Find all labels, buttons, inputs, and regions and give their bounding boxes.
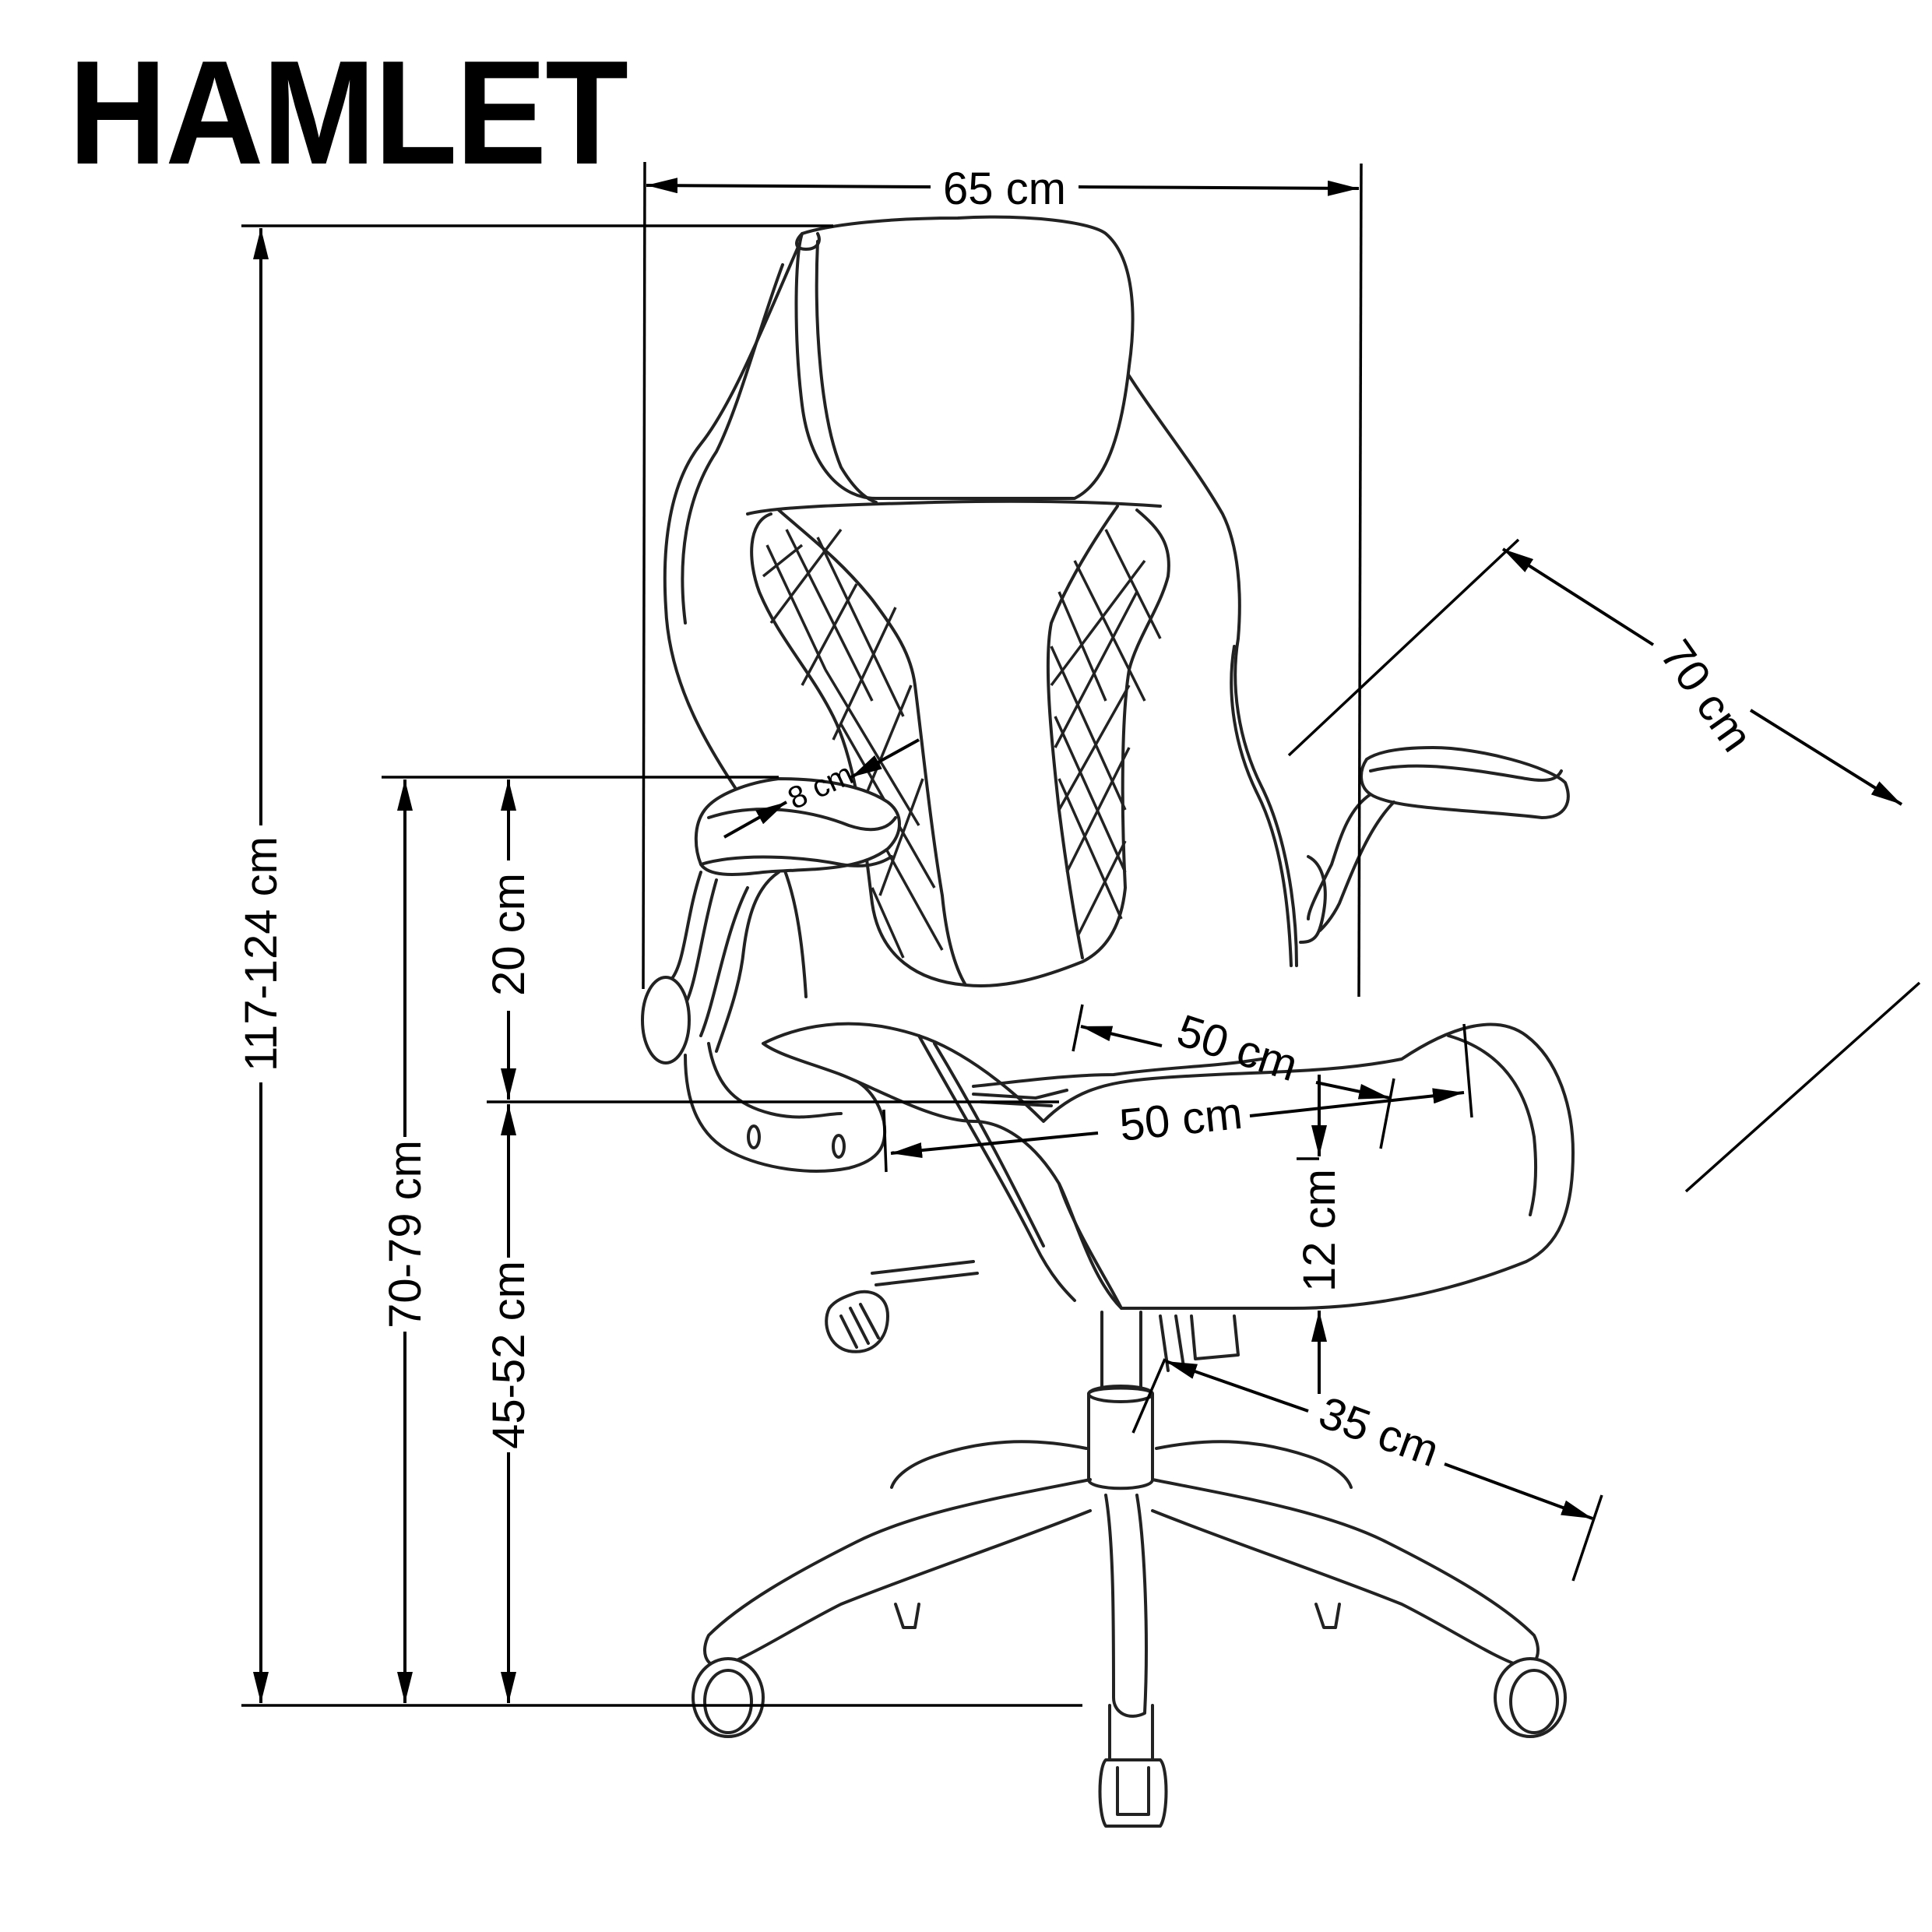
dim-overall-width: 65 cm — [642, 161, 1363, 998]
chair-illustration — [641, 215, 1575, 1828]
dim-label-height: 117-124 cm — [236, 836, 287, 1072]
dim-label-seat-height: 45-52 cm — [484, 1261, 534, 1449]
dim-base-radius: 35 cm — [1131, 1358, 1603, 1582]
dim-label-depth: 70 cm — [1650, 631, 1762, 761]
dim-seat-height: 45-52 cm — [484, 1104, 534, 1703]
dim-armrest-height: 70-79 cm — [380, 776, 779, 1703]
dim-armrest-above-seat: 20 cm — [484, 779, 1059, 1103]
dim-label-armrest-above-seat: 20 cm — [484, 873, 534, 996]
backrest-top-edge — [746, 499, 1162, 516]
dim-label-width: 65 cm — [943, 164, 1066, 214]
armrest-right — [1299, 746, 1570, 944]
dim-overall-height: 117-124 cm — [236, 224, 1082, 1707]
caster-front — [1098, 1758, 1168, 1828]
caster-right — [1494, 1657, 1567, 1738]
quilted-panel-left — [750, 509, 967, 987]
dim-label-armrest-height: 70-79 cm — [380, 1140, 431, 1328]
dim-label-base-radius: 35 cm — [1313, 1387, 1446, 1476]
dim-label-seat-thickness: 12 cm — [1294, 1169, 1345, 1292]
dim-seat-thickness: 12 cm — [1294, 1075, 1345, 1394]
caster-left — [692, 1657, 765, 1738]
gas-lift-cylinder — [1087, 1311, 1240, 1490]
armrest-left — [641, 777, 901, 1173]
backrest-lumbar-edge — [964, 960, 1084, 987]
star-base — [692, 1440, 1567, 1828]
headrest — [794, 215, 1135, 504]
quilted-panel-right — [1046, 505, 1170, 963]
product-title: HAMLET — [69, 30, 628, 195]
tilt-lever — [825, 1260, 979, 1353]
